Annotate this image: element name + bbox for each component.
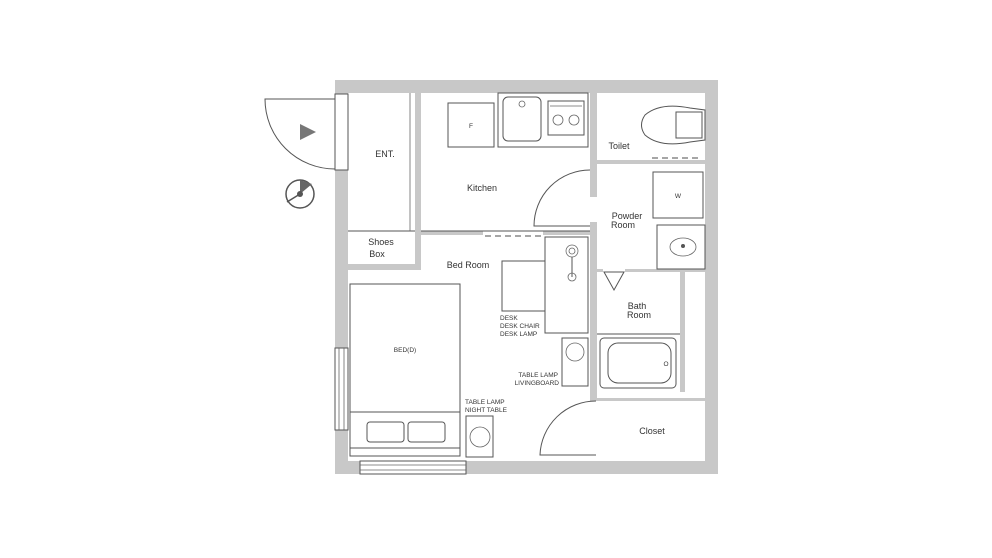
kitchen-area: F Kitchen [421, 92, 590, 237]
bath-room-label-1: Bath [628, 301, 647, 311]
toilet-tank [675, 111, 703, 139]
livingboard-label-1: TABLE LAMP [518, 372, 558, 379]
cooktop [547, 100, 585, 136]
kitchen-label: Kitchen [467, 183, 497, 193]
bath-room: Bath Room O [597, 301, 680, 389]
closet-door[interactable] [539, 400, 597, 456]
kitchen-sink [502, 96, 542, 142]
pillow-right [407, 421, 446, 443]
livingboard-label-2: LIVINGBOARD [515, 380, 560, 387]
fridge-label: F [469, 123, 473, 130]
bed-room-label: Bed Room [447, 260, 490, 270]
washer-label: W [675, 193, 682, 200]
shoes-box-label-1: Shoes [368, 237, 394, 247]
night-table [465, 415, 494, 458]
toilet-label: Toilet [608, 141, 630, 151]
windows [334, 347, 467, 475]
bed-label: BED(D) [394, 347, 416, 354]
entrance-label: ENT. [375, 149, 395, 159]
night-table-label-1: TABLE LAMP [465, 399, 505, 406]
bed-room: Bed Room BED(D) DESK DESK CHAIR DESK LAM… [349, 236, 589, 458]
closet-label: Closet [639, 426, 665, 436]
vanity [656, 224, 706, 270]
interior-walls [348, 93, 705, 401]
north-compass-icon [285, 179, 315, 209]
desk-label-3: DESK LAMP [500, 331, 537, 338]
washer [652, 171, 704, 219]
desk-chair [501, 260, 546, 312]
bathtub-inner [607, 342, 672, 384]
entrance-door[interactable] [264, 93, 349, 171]
powder-room-label-1: Powder [612, 211, 643, 221]
bathtub-drain-label: O [663, 361, 668, 368]
toilet-area: Toilet [608, 105, 706, 159]
bath-door-marker [603, 271, 625, 292]
kitchen-door[interactable] [533, 169, 591, 227]
desk-label-1: DESK [500, 315, 518, 322]
entrance-arrow-icon [300, 124, 316, 140]
livingboard [561, 337, 589, 387]
powder-room: W Powder Room [603, 171, 706, 292]
entrance-area: ENT. Shoes Box [348, 93, 415, 259]
bath-room-label-2: Room [627, 310, 651, 320]
shoes-box-label-2: Box [369, 249, 385, 259]
closet: Closet [639, 426, 665, 436]
fridge [447, 102, 495, 148]
desk [544, 236, 589, 334]
pillow-left [366, 421, 405, 443]
powder-room-label-2: Room [611, 220, 635, 230]
desk-label-2: DESK CHAIR [500, 323, 540, 330]
night-table-label-2: NIGHT TABLE [465, 407, 508, 414]
